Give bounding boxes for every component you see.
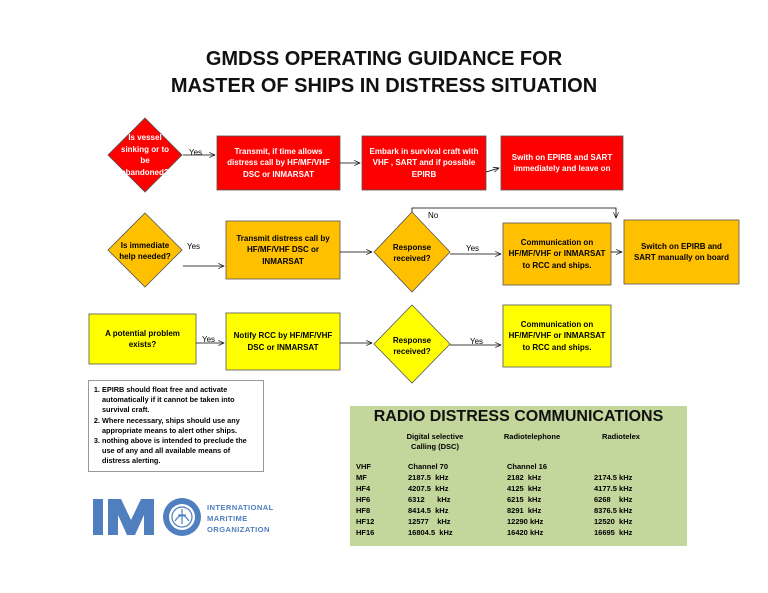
radio-cell-dsc: 16804.5 kHz: [408, 528, 453, 537]
imo-logo: INTERNATIONAL MARITIME ORGANIZATION: [93, 496, 283, 538]
note-item: nothing above is intended to preclude th…: [102, 436, 259, 467]
radio-cell-tlx: 4177.5 kHz: [594, 484, 633, 493]
radio-cell-band: HF12: [356, 517, 375, 526]
switch-epirb-box-shape: [500, 135, 624, 191]
title-line-2: MASTER OF SHIPS IN DISTRESS SITUATION: [170, 75, 598, 97]
radio-cell-band: VHF: [356, 462, 371, 471]
potential-problem-box-shape: [88, 313, 197, 365]
arrow-r2-no: [411, 207, 616, 218]
radio-cell-tlx: 6268 kHz: [594, 495, 633, 504]
radio-panel-title: RADIO DISTRESS COMMUNICATIONS: [373, 408, 664, 425]
radio-cell-rt: 16420 kHz: [507, 528, 544, 537]
response-received-2-shape: [373, 304, 451, 384]
radio-cell-rt: 8291 kHz: [507, 506, 542, 515]
decision-help-text: Is immediate help needed?: [119, 240, 171, 262]
logo-line-3: ORGANIZATION: [207, 525, 270, 534]
radio-cell-rt: 4125 kHz: [507, 484, 542, 493]
yes-label-row1: Yes: [189, 148, 203, 157]
page-title: GMDSS OPERATING GUIDANCE FOR MASTER OF S…: [0, 46, 768, 100]
header-radiotelephone: Radiotelephone: [503, 432, 561, 441]
radio-cell-dsc: 8414.5 kHz: [408, 506, 449, 515]
imo-logo-mark: [93, 498, 201, 536]
header-dsc: Digital selective Calling (DSC): [406, 432, 464, 451]
radio-cell-tlx: 2174.5 kHz: [594, 473, 633, 482]
embark-box-shape: [361, 135, 487, 191]
notify-rcc-text: Notify RCC by HF/MF/VHF DSC or INMARSAT: [233, 331, 333, 352]
note-item: EPIRB should float free and activate aut…: [102, 385, 259, 416]
header-radiotelex: Radiotelex: [602, 432, 640, 441]
communication-box-2-shape: [502, 304, 612, 368]
yes-label-row2: Yes: [187, 242, 201, 251]
transmit-distress-box-2-shape: [225, 220, 341, 280]
response-received-1-shape: [373, 211, 451, 293]
communication-2-text: Communication on HF/MF/VHF or INMARSAT t…: [508, 319, 606, 352]
switch-epirb-text: Swith on EPIRB and SART immediately and …: [511, 152, 613, 174]
response-received-2-text: Response received?: [392, 335, 432, 357]
radio-cell-dsc: 4207.5 kHz: [408, 484, 449, 493]
transmit-distress-2-text: Transmit distress call by HF/MF/VHF DSC …: [236, 233, 330, 266]
radio-cell-band: HF6: [356, 495, 371, 504]
decision-sinking-text: Is vessel sinking or to be abandoned?: [121, 133, 169, 177]
potential-problem-text: A potential problem exists?: [105, 328, 180, 350]
radio-cell-band: MF: [356, 473, 367, 482]
radio-cell-dsc: 2187.5 kHz: [408, 473, 449, 482]
switch-epirb-manual-box-shape: [623, 219, 740, 285]
radio-cell-band: HF8: [356, 506, 371, 515]
arrow-r1-b2-b3: [485, 168, 499, 173]
yes-label-row3: Yes: [202, 335, 216, 344]
transmit-distress-text: Transmit, if time allows distress call b…: [227, 146, 330, 179]
communication-box-1-shape: [502, 222, 612, 286]
radio-cell-rt: 6215 kHz: [507, 495, 542, 504]
response-received-1-text: Response received?: [392, 242, 432, 264]
radio-cell-rt: Channel 16: [507, 462, 548, 471]
no-label: No: [428, 211, 439, 220]
logo-line-1: INTERNATIONAL: [207, 503, 274, 512]
yes-label-response-1: Yes: [466, 244, 480, 253]
radio-cell-tlx: 8376.5 kHz: [594, 506, 633, 515]
radio-distress-panel: RADIO DISTRESS COMMUNICATIONS Digital se…: [350, 406, 687, 546]
decision-sinking-shape: [107, 117, 183, 193]
logo-line-2: MARITIME: [207, 514, 248, 523]
communication-1-text: Communication on HF/MF/VHF or INMARSAT t…: [508, 237, 606, 270]
notes-list: EPIRB should float free and activate aut…: [93, 385, 259, 467]
radio-cell-dsc: 6312 kHz: [408, 495, 451, 504]
radio-cell-dsc: Channel 70: [408, 462, 449, 471]
notes-box: EPIRB should float free and activate aut…: [88, 380, 264, 472]
radio-cell-tlx: 12520 kHz: [594, 517, 633, 526]
decision-help-shape: [107, 212, 183, 288]
radio-cell-dsc: 12577 kHz: [408, 517, 451, 526]
radio-cell-band: HF4: [356, 484, 371, 493]
note-item: Where necessary, ships should use any ap…: [102, 416, 259, 436]
transmit-distress-box-shape: [216, 135, 341, 191]
radio-cell-rt: 12290 kHz: [507, 517, 544, 526]
embark-text: Embark in survival craft with VHF , SART…: [369, 146, 479, 179]
switch-epirb-manual-text: Switch on EPIRB and SART manually on boa…: [633, 241, 730, 263]
title-line-1: GMDSS OPERATING GUIDANCE FOR: [205, 48, 563, 70]
radio-cell-tlx: 16695 kHz: [594, 528, 633, 537]
radio-cell-band: HF16: [356, 528, 375, 537]
radio-cell-rt: 2182 kHz: [507, 473, 542, 482]
yes-label-response-2: Yes: [470, 337, 484, 346]
notify-rcc-box-shape: [225, 312, 341, 371]
